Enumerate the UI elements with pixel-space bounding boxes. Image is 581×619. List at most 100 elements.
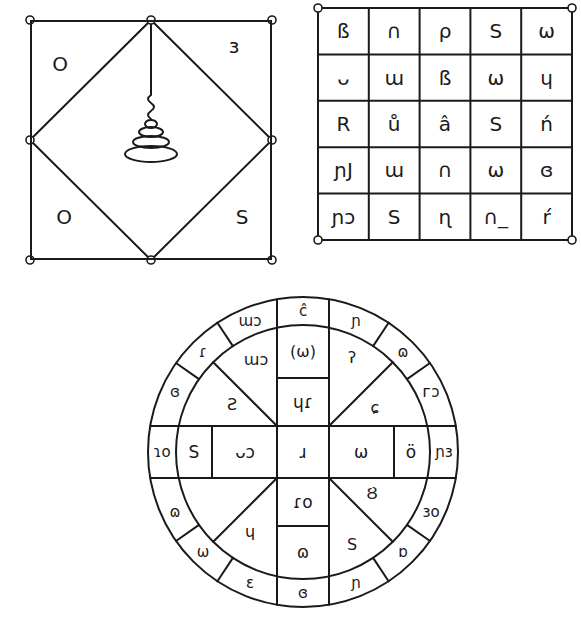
cross-band-line xyxy=(276,299,278,605)
grid-cell-text: S xyxy=(388,207,401,227)
corner-dot xyxy=(568,4,576,12)
ring-text: ɿo xyxy=(153,445,170,460)
circle-cell-text: (ω) xyxy=(290,344,316,360)
grid-line xyxy=(469,8,471,240)
diamond-outline xyxy=(30,20,272,260)
grid-cell-text: S xyxy=(489,21,502,41)
corner-dot xyxy=(314,4,322,12)
diagonal-line xyxy=(213,362,277,426)
ring-text: ɛ xyxy=(246,576,254,591)
ring-text: ɞ xyxy=(298,586,308,601)
ring-text: ɾ xyxy=(199,345,207,360)
grid-cell-text: ɞ xyxy=(540,160,553,180)
grid-cell-text: ɯ xyxy=(384,160,403,180)
corner-dot xyxy=(314,236,322,244)
circle-cell-text: ɷ xyxy=(297,544,309,561)
corner-letter: O xyxy=(52,54,68,74)
grid-cell-text: ß xyxy=(439,68,452,88)
cell-divider xyxy=(277,377,329,379)
grid-outline xyxy=(318,8,572,240)
grid-cell-text: ∩_ xyxy=(483,207,508,227)
ring-text: ᴦɔ xyxy=(423,385,440,400)
cell-divider xyxy=(211,426,213,478)
ring-divider xyxy=(373,323,389,346)
lamp-symbol xyxy=(125,146,177,162)
ring-divider xyxy=(407,363,430,379)
ring-divider xyxy=(373,558,389,581)
ring-text: ɒ xyxy=(398,545,408,560)
ring-text: ɲ xyxy=(351,314,361,329)
corner-dot xyxy=(568,236,576,244)
ring-divider xyxy=(176,525,199,541)
circle-cell-text: ω xyxy=(354,444,368,461)
grid-cell-text: R xyxy=(336,114,350,134)
ring-text: ɜo xyxy=(422,505,439,520)
ring-text: ɷ xyxy=(170,505,181,520)
cell-divider xyxy=(277,525,329,527)
circle-cell-text: Ƨ xyxy=(227,397,237,413)
ring-divider xyxy=(407,525,430,541)
grid-cell-text: ɲJ xyxy=(334,160,353,180)
grid-line xyxy=(318,53,572,55)
diagonal-line xyxy=(213,478,277,542)
grid-line xyxy=(520,8,522,240)
grid-cell-text: ρ xyxy=(439,21,452,41)
circle-cell-text: ɕ xyxy=(371,400,380,416)
circle-cell-text: S xyxy=(189,444,200,461)
grid-cell-text: ů xyxy=(388,114,401,134)
ring-text: ɲɜ xyxy=(435,445,453,460)
grid-cell-text: S xyxy=(489,114,502,134)
diagonal-line xyxy=(329,478,393,542)
ring-divider xyxy=(176,363,199,379)
ring-divider xyxy=(217,323,233,346)
ring-text: ω xyxy=(197,545,210,560)
circle-cell-text: Ȣ xyxy=(366,486,377,502)
outer-circle xyxy=(148,297,458,607)
corner-letter: S xyxy=(236,207,249,227)
square-yantra: OɜOS xyxy=(30,20,272,260)
grid-cell-text: ɲɔ xyxy=(331,207,355,227)
ring-text: ɯɔ xyxy=(239,314,262,329)
cross-band-line xyxy=(150,477,456,479)
grid-line xyxy=(419,8,421,240)
grid-cell-text: ω xyxy=(538,21,555,41)
corner-dot xyxy=(268,256,276,264)
diagonal-line xyxy=(329,362,393,426)
corner-dot xyxy=(147,256,155,264)
grid-cell-text: ω xyxy=(487,68,504,88)
ring-text: ĉ xyxy=(299,304,307,319)
cross-band-line xyxy=(328,299,330,605)
grid-cell-text: ∩ xyxy=(387,21,402,41)
circle-cell-text: ɥ xyxy=(245,524,255,540)
cell-divider xyxy=(393,426,395,478)
corner-dot xyxy=(268,136,276,144)
ring-text: ɷ xyxy=(398,345,409,360)
circle-cell-text: ɾo xyxy=(293,494,312,511)
circle-cell-text: ʔ xyxy=(348,350,356,366)
cross-band-line xyxy=(150,425,456,427)
grid-cell-text: ń xyxy=(540,114,553,134)
grid-line xyxy=(368,8,370,240)
grid-cell-text: ɥ xyxy=(540,68,553,88)
circle-cell-text: ɥɾ xyxy=(293,394,313,411)
grid-line xyxy=(318,193,572,195)
corner-letter: ɜ xyxy=(229,36,240,56)
inner-circle xyxy=(176,325,430,579)
grid-cell-text: ∩ xyxy=(438,160,453,180)
grid-cell-text: ŕ xyxy=(542,207,550,227)
circle-cell-text: ɯɔ xyxy=(244,352,268,368)
ring-text: ɲ xyxy=(351,576,361,591)
grid-cell-text: ω xyxy=(487,160,504,180)
circle-cell-text: ɹ xyxy=(299,444,306,461)
grid-cell-text: â xyxy=(439,114,451,134)
hanging-cord xyxy=(148,22,154,119)
grid-cell-text: ɳ xyxy=(439,207,452,227)
circle-cell-text: S xyxy=(347,537,357,553)
circle-cell-text: ᴗɔ xyxy=(235,444,255,461)
ring-divider xyxy=(217,558,233,581)
grid-cell-text: ɯ xyxy=(384,68,403,88)
grid-line xyxy=(318,146,572,148)
grid-cell-text: ᴗ xyxy=(337,68,349,88)
circle-cell-text: ö xyxy=(406,444,416,461)
